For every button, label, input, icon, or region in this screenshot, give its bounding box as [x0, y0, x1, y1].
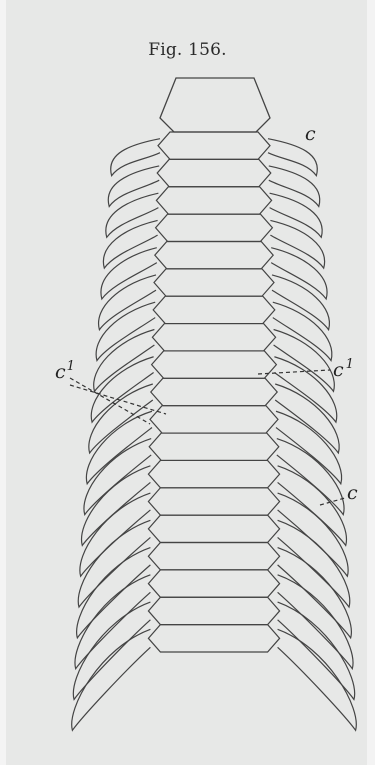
body-segment	[154, 269, 274, 296]
label-c1-right-letter: c	[333, 359, 344, 381]
head-plate	[160, 78, 270, 132]
body-segment	[148, 625, 279, 652]
leg-right	[272, 275, 329, 330]
body-segments	[148, 78, 279, 652]
leg-right	[273, 302, 332, 360]
body-segment	[148, 488, 279, 515]
leg-left	[72, 629, 151, 730]
body-segment	[156, 187, 271, 214]
leg-right	[278, 575, 353, 669]
body-segment	[149, 433, 279, 460]
leg-right	[276, 411, 342, 484]
leg-right	[278, 520, 350, 607]
leg-left	[86, 411, 152, 484]
leg-right	[278, 493, 349, 576]
body-segment	[157, 159, 271, 186]
body-segment	[153, 296, 275, 323]
leg-right	[274, 329, 335, 391]
leg-right	[278, 629, 357, 730]
label-c1-right-sup: 1	[346, 357, 354, 372]
label-c-top: c	[305, 123, 316, 145]
leader-c1-right	[258, 370, 330, 374]
leg-left	[101, 248, 157, 299]
label-c-lower: c	[347, 482, 358, 504]
legs-left	[72, 139, 160, 731]
leader-c-lower	[320, 498, 345, 505]
body-segment	[155, 241, 273, 268]
body-segment	[152, 324, 275, 351]
leader-c1-left-a	[70, 378, 150, 424]
leg-left	[78, 520, 150, 607]
body-segment	[156, 214, 273, 241]
leg-left	[75, 575, 150, 669]
body-segment	[148, 543, 279, 570]
body-segment	[148, 515, 279, 542]
body-segment	[148, 570, 279, 597]
leg-left	[80, 493, 151, 576]
leg-right	[270, 193, 323, 237]
leg-left	[99, 275, 156, 330]
body-segment	[148, 460, 279, 487]
leg-left	[106, 193, 159, 237]
leg-left	[111, 139, 160, 176]
body-segment	[152, 351, 277, 378]
body-segment	[148, 597, 279, 624]
body-segment	[158, 132, 270, 159]
label-c1-left-letter: c	[55, 361, 66, 383]
body-segment	[150, 406, 278, 433]
body-segment	[151, 378, 277, 405]
legs-right	[268, 139, 356, 731]
leg-right	[270, 220, 324, 268]
leg-left	[103, 220, 157, 268]
label-c1-left-sup: 1	[67, 359, 75, 374]
leg-left	[96, 302, 155, 360]
leader-c1-left-b	[70, 385, 166, 414]
leg-left	[94, 329, 155, 391]
leg-right	[271, 248, 327, 299]
